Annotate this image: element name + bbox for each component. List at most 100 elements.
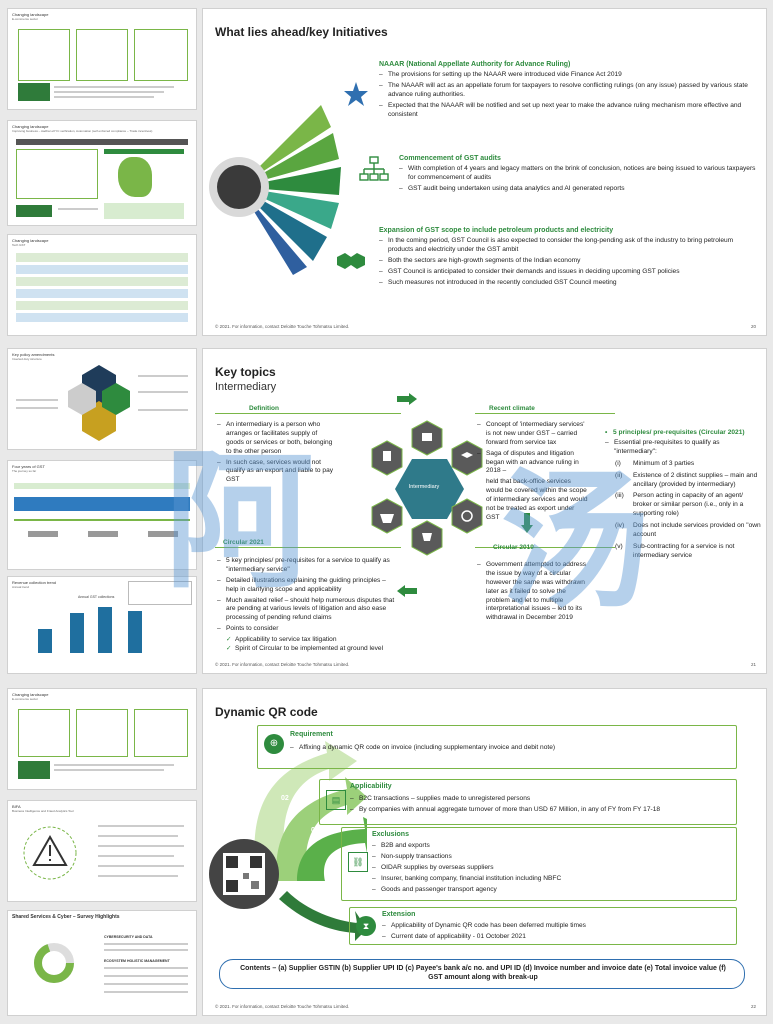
- thumb-bar: [38, 629, 52, 653]
- principles-box: •5 principles/ pre-requisites (Circular …: [605, 429, 763, 564]
- thumb-title: Changing landscape: [12, 692, 49, 697]
- globe-icon: ⊕: [264, 734, 284, 754]
- thumb-bar: [148, 531, 178, 537]
- thumb-box: [16, 149, 98, 199]
- slide-key-initiatives: What lies ahead/key Initiatives NAAAR (N…: [202, 8, 767, 336]
- thumb-bar: [104, 203, 184, 219]
- bullet: Non-supply transactions: [372, 853, 732, 862]
- center-label: Intermediary: [408, 484, 440, 490]
- step-number: 04: [315, 885, 323, 892]
- bullet: Saga of disputes and litigation began wi…: [477, 450, 589, 477]
- divider: [475, 413, 615, 414]
- thumb-line: [104, 949, 188, 951]
- thumbnail-four-years[interactable]: Four years of GST The journey so far: [7, 460, 197, 570]
- thumb-title: Four years of GST: [12, 464, 45, 469]
- hexagon-cluster: [371, 420, 483, 556]
- box-heading: Applicability: [350, 783, 392, 790]
- arrow-right-icon: [397, 393, 417, 405]
- bullet: GST audit being undertaken using data an…: [399, 185, 757, 194]
- thumb-line: [54, 96, 154, 98]
- handshake-icon: [337, 253, 365, 269]
- bullet: With completion of 4 years and legacy ma…: [399, 165, 757, 183]
- link-icon: ⛓: [348, 852, 368, 872]
- slide-title: What lies ahead/key Initiatives: [215, 25, 388, 39]
- thumb-subtitle: Tech GST: [12, 243, 26, 247]
- principle-item: (iv)Does not include services provided o…: [615, 522, 761, 539]
- thumbnail-bifa[interactable]: BIFA Business Intelligence and Fraud Ana…: [7, 800, 197, 902]
- thumb-line: [54, 86, 174, 88]
- thumb-line: [104, 967, 188, 969]
- check-item: ✓Spirit of Circular to be implemented at…: [226, 645, 384, 653]
- thumb-line: [104, 983, 188, 985]
- hourglass-icon: ⧗: [356, 916, 376, 936]
- thumb-bar: [14, 483, 190, 489]
- bullet: Affixing a dynamic QR code on invoice (i…: [290, 744, 730, 753]
- footer: © 2021. For information, contact Deloitt…: [215, 1004, 350, 1009]
- bullet: Much awaited relief – should help numero…: [217, 597, 395, 624]
- thumb-title: Changing landscape: [12, 124, 49, 129]
- qr-code-icon: [223, 853, 265, 895]
- thumb-heading: CYBERSECURITY AND DATA: [104, 935, 153, 939]
- thumb-line: [98, 865, 184, 867]
- thumb-bar: [16, 139, 188, 145]
- thumb-box: [18, 709, 70, 757]
- thumb-table: [128, 581, 192, 605]
- thumb-box: [76, 709, 128, 757]
- thumb-line: [98, 835, 178, 837]
- label-circular-2021: Circular 2021: [223, 539, 264, 546]
- bullet: In such case, services would not qualify…: [217, 459, 335, 486]
- thumb-heading: ECOSYSTEM HOLISTIC MANAGEMENT: [104, 959, 170, 963]
- principles-heading: •5 principles/ pre-requisites (Circular …: [605, 429, 745, 436]
- thumb-line: [98, 845, 184, 847]
- requirement-box: ⊕ Requirement Affixing a dynamic QR code…: [257, 725, 737, 769]
- thumb-title: Revenue collection trend: [12, 580, 57, 585]
- thumb-bar: [16, 313, 188, 322]
- donut-chart-icon: [34, 943, 74, 983]
- thumbnail-business[interactable]: Changing landscape Improving business – …: [7, 120, 197, 226]
- footer: © 2021. For information, contact Deloitt…: [215, 324, 350, 329]
- thumb-title: Shared Services & Cyber – Survey Highlig…: [12, 914, 120, 920]
- box-heading: Requirement: [290, 731, 333, 738]
- watermark-left: 阿: [164, 435, 315, 609]
- thumb-subtitle: Improving business – Aadhar eKYC verific…: [12, 129, 153, 133]
- page-number: 21: [750, 662, 756, 667]
- thumb-line: [54, 764, 174, 766]
- label-definition: Definition: [249, 405, 279, 412]
- qr-circle: [209, 839, 279, 909]
- bullet: Insurer, banking company, financial inst…: [372, 875, 732, 884]
- thumb-bar: [88, 531, 118, 537]
- page-number: 22: [750, 1004, 756, 1009]
- watermark-right: 汤: [500, 455, 651, 629]
- thumb-bar: [14, 497, 190, 511]
- definition-list: An intermediary is a person who arranges…: [217, 419, 335, 487]
- principle-item: (i)Minimum of 3 parties: [615, 459, 695, 467]
- thumb-line: [16, 407, 58, 409]
- thumbnail-ecommerce-2[interactable]: Changing landscape E-commerce sector: [7, 688, 197, 790]
- check-icon: ✓: [226, 645, 232, 653]
- section-heading: Commencement of GST audits: [399, 155, 501, 162]
- divider: [215, 413, 401, 414]
- bullet: GST Council is anticipated to consider t…: [379, 268, 757, 277]
- thumb-box: [76, 29, 128, 81]
- label-circular-2019: Circular 2019: [493, 544, 534, 551]
- bullet: Essential pre-requisites to qualify as "…: [605, 439, 763, 457]
- thumb-bar: [128, 611, 142, 653]
- star-icon: [344, 82, 368, 106]
- bullet: Government attempted to address the issu…: [477, 561, 589, 623]
- thumbnail-survey[interactable]: Shared Services & Cyber – Survey Highlig…: [7, 910, 197, 1016]
- thumbnail-ecommerce[interactable]: Changing landscape E-commerce sector: [7, 8, 197, 110]
- thumbnail-tech-gst[interactable]: Changing landscape Tech GST: [7, 234, 197, 336]
- thumb-line: [16, 399, 58, 401]
- slide-subtitle: Intermediary: [215, 381, 277, 393]
- thumb-title: Key policy amendments: [12, 352, 55, 357]
- label-recent-climate: Recent climate: [489, 405, 535, 412]
- box-heading: Exclusions: [372, 831, 409, 838]
- thumbnail-revenue[interactable]: Revenue collection trend Annual trend An…: [7, 576, 197, 674]
- check-item: ✓Applicability to service tax litigation: [226, 636, 337, 644]
- india-map-icon: [118, 157, 152, 197]
- thumb-line: [54, 769, 164, 771]
- bullet: Both the sectors are high-growth segment…: [379, 257, 757, 266]
- page-number: 20: [750, 324, 756, 329]
- thumbnail-policy[interactable]: Key policy amendments Inverted duty stru…: [7, 348, 197, 450]
- bullet: An intermediary is a person who arranges…: [217, 421, 335, 457]
